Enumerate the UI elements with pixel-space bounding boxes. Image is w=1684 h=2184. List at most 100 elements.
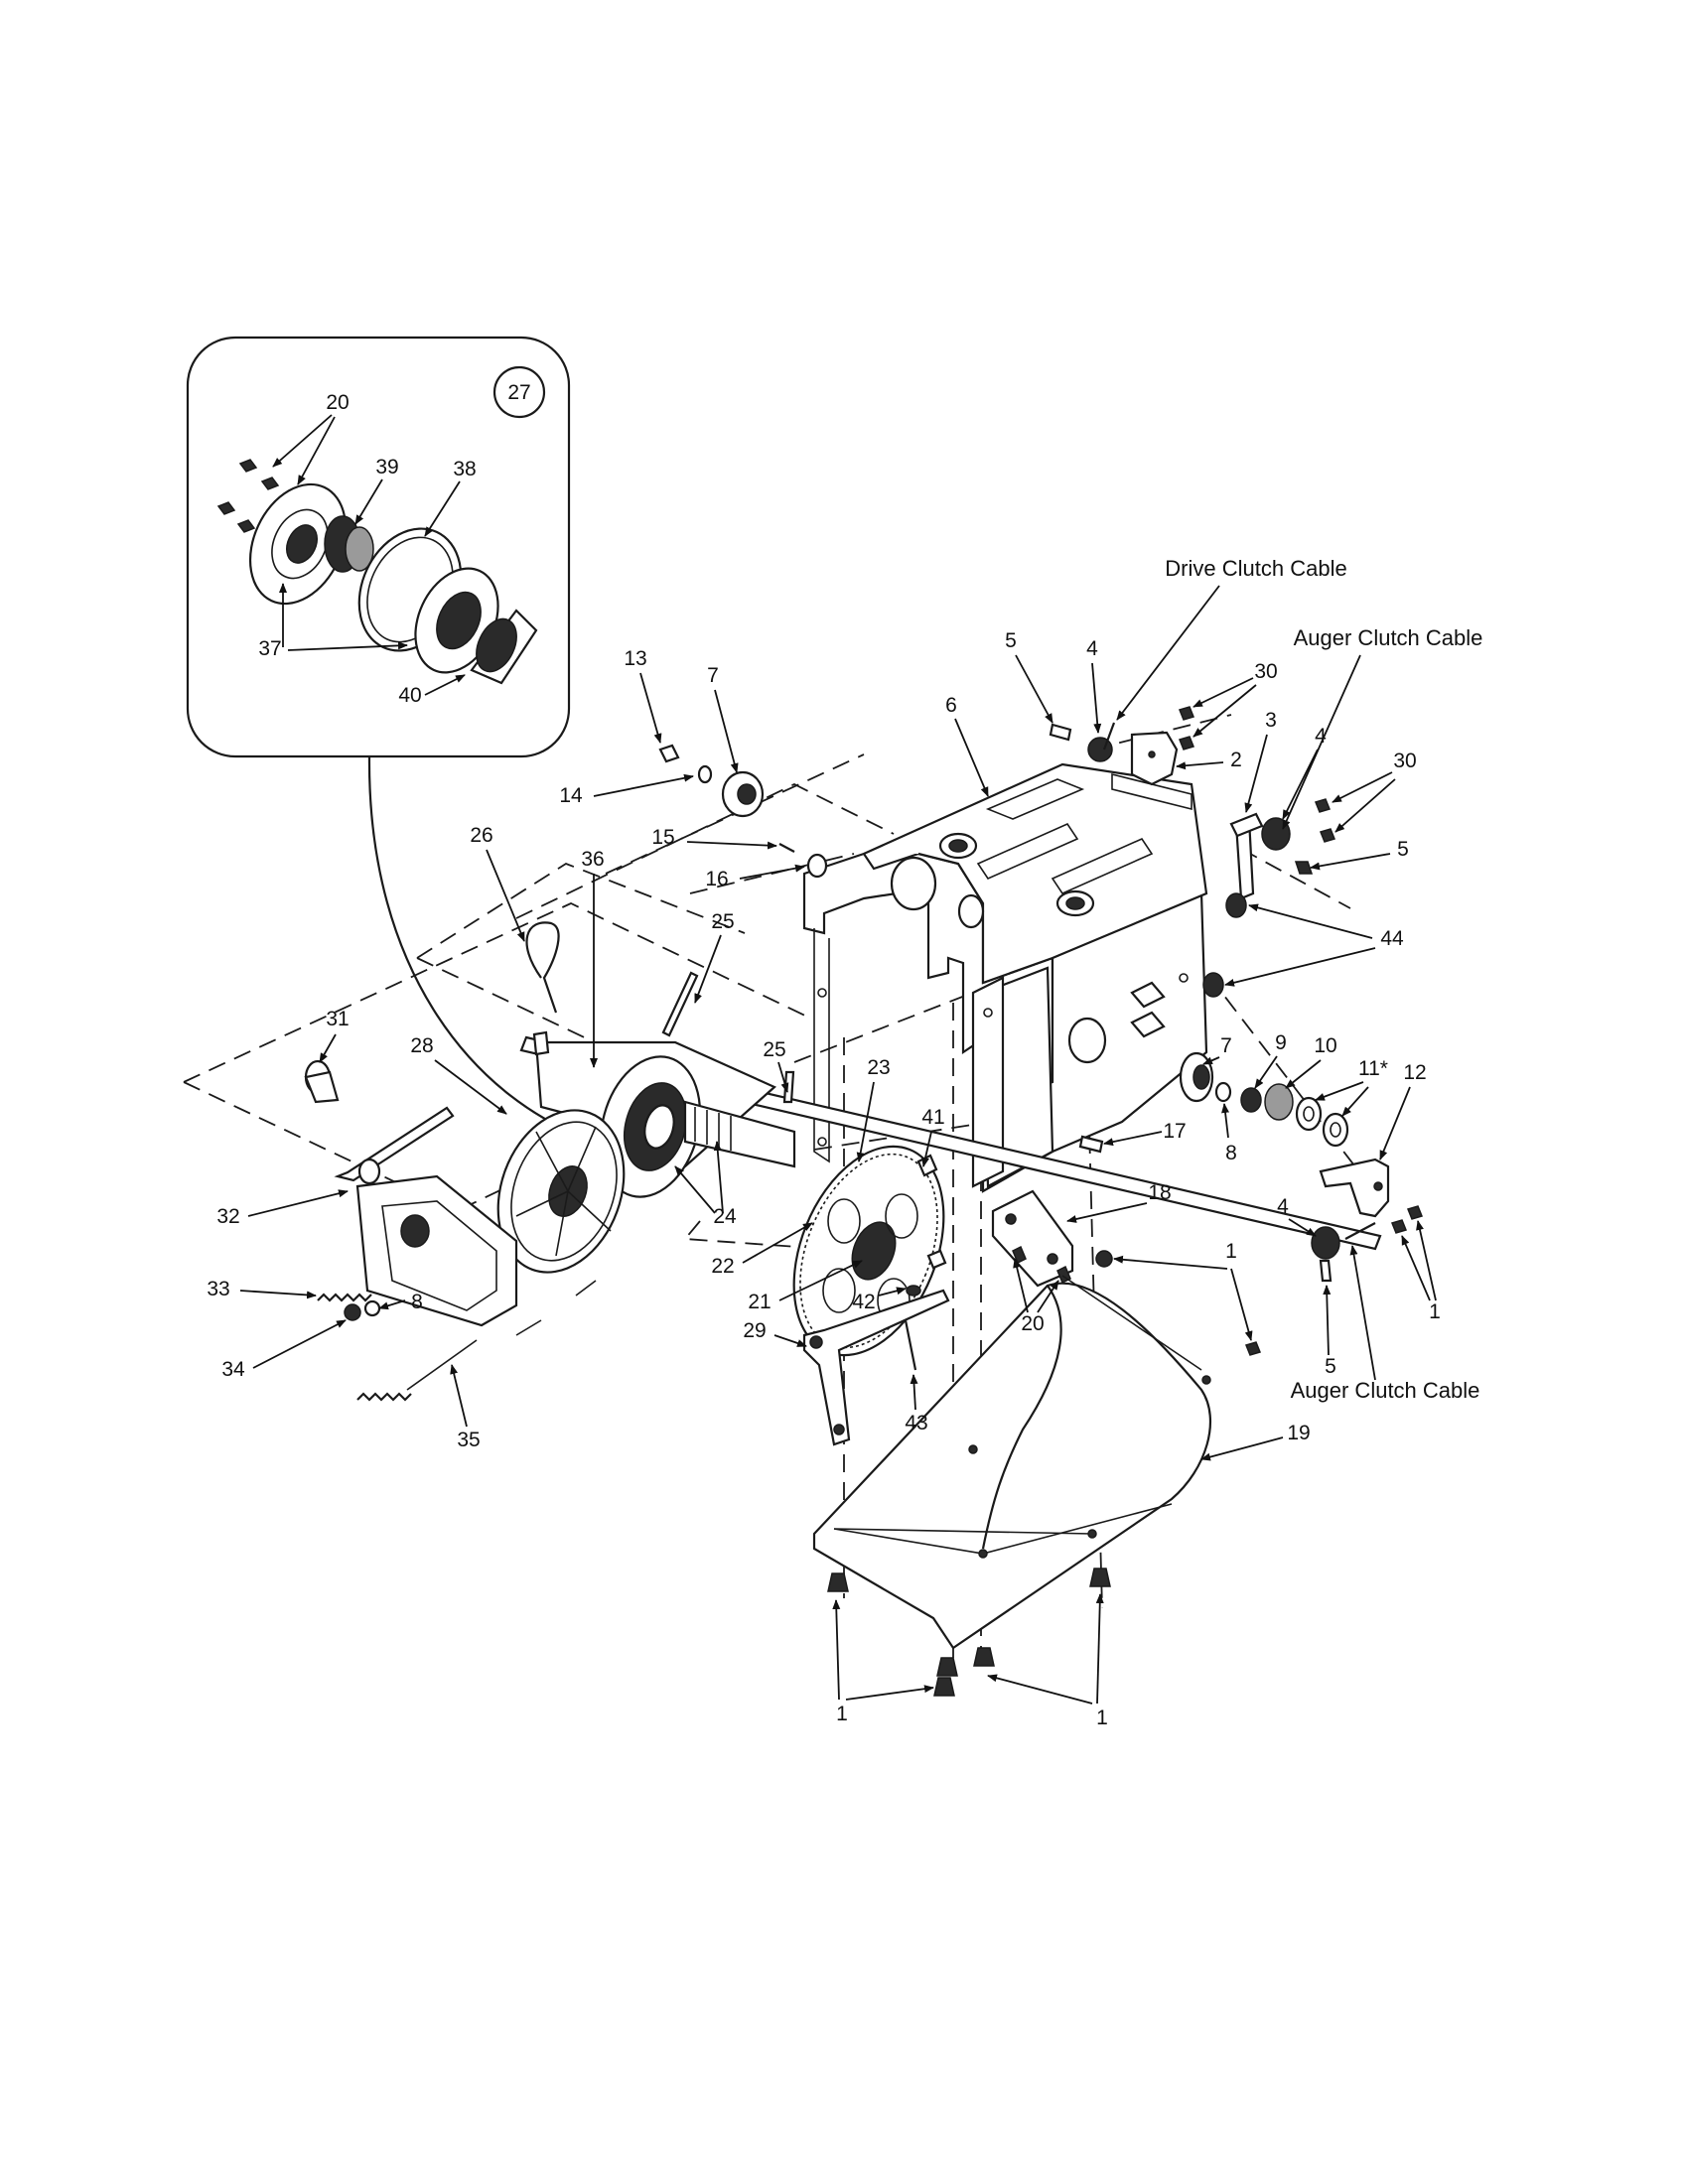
label-13: 13 <box>624 647 646 670</box>
drive-wheel <box>496 1109 626 1274</box>
label-41: 41 <box>921 1106 944 1129</box>
label-4-lower: 4 <box>1277 1195 1289 1218</box>
label-2: 2 <box>1230 749 1242 771</box>
inset-seal <box>470 609 538 685</box>
washer-11a <box>1295 1096 1323 1132</box>
washer-11b <box>1322 1112 1349 1148</box>
bottom-bolts <box>827 1568 1111 1697</box>
frame-housing <box>802 762 1208 1193</box>
washer-16 <box>806 853 828 879</box>
shaft-assembly <box>519 921 1382 1251</box>
housing-hole-large <box>890 856 937 911</box>
washer-8-right <box>1214 1081 1232 1103</box>
inset-flange-plate <box>248 482 348 606</box>
spring-35 <box>356 1392 412 1402</box>
washer-8-left <box>363 1299 381 1317</box>
label-10: 10 <box>1314 1034 1336 1057</box>
label-7-right: 7 <box>1220 1034 1232 1057</box>
label-1-mid: 1 <box>1225 1240 1237 1263</box>
label-21: 21 <box>748 1291 771 1313</box>
label-34: 34 <box>221 1358 245 1381</box>
label-20-inset: 20 <box>326 391 349 414</box>
inset-ref-number: 27 <box>507 381 530 404</box>
label-19: 19 <box>1287 1422 1310 1444</box>
plate-assembly <box>317 1106 597 1402</box>
label-1-right: 1 <box>1429 1300 1441 1323</box>
label-40: 40 <box>398 684 421 707</box>
label-4-right: 4 <box>1315 725 1327 748</box>
label-11: 11* <box>1358 1057 1388 1080</box>
inset-detail-27: 27 <box>186 336 597 1144</box>
label-32: 32 <box>216 1205 239 1228</box>
callout-drive-clutch-cable: Drive Clutch Cable <box>1165 556 1346 581</box>
pulley-4-top <box>1087 737 1113 762</box>
spacer-31 <box>304 1059 340 1104</box>
label-8-left: 8 <box>411 1291 423 1313</box>
gear-10 <box>1264 1083 1294 1121</box>
label-39: 39 <box>375 456 398 478</box>
housing-hole-axle <box>1067 1017 1107 1064</box>
inset-frame <box>186 336 571 758</box>
label-23: 23 <box>867 1056 890 1079</box>
label-1-bottom-right: 1 <box>1096 1706 1108 1729</box>
label-22: 22 <box>711 1255 734 1278</box>
label-44: 44 <box>1380 927 1404 950</box>
label-9: 9 <box>1275 1031 1287 1054</box>
pin-25b <box>782 1070 795 1104</box>
nut-34 <box>344 1303 361 1321</box>
callout-auger-clutch-cable-top: Auger Clutch Cable <box>1294 625 1483 650</box>
splined-shaft <box>683 1100 796 1168</box>
label-35: 35 <box>457 1429 480 1451</box>
label-4-top: 4 <box>1086 637 1098 660</box>
label-20-main: 20 <box>1021 1312 1044 1335</box>
pulley-4-lower <box>1311 1226 1340 1260</box>
label-29: 29 <box>743 1319 766 1342</box>
label-5-top: 5 <box>1005 629 1017 652</box>
label-12: 12 <box>1403 1061 1426 1084</box>
callout-auger-clutch-cable-bottom: Auger Clutch Cable <box>1291 1378 1480 1403</box>
label-15: 15 <box>651 826 674 849</box>
label-37: 37 <box>258 637 281 660</box>
label-7-top: 7 <box>707 664 719 687</box>
label-5-right: 5 <box>1397 838 1409 861</box>
bracket-18 <box>991 1189 1074 1288</box>
label-3: 3 <box>1265 709 1277 732</box>
label-8-right: 8 <box>1225 1142 1237 1164</box>
label-30-right: 30 <box>1393 750 1416 772</box>
label-26: 26 <box>470 824 492 847</box>
right-side-parts <box>658 706 1424 1356</box>
nut-9 <box>1240 1087 1262 1113</box>
pin-43 <box>904 1319 917 1371</box>
label-5-lower: 5 <box>1325 1355 1336 1378</box>
inset-bearing <box>324 515 374 573</box>
part-labels: 13 7 14 15 16 6 5 4 30 2 3 4 30 5 44 7 9 <box>207 629 1441 1729</box>
inset-ref-circle <box>492 365 546 419</box>
label-1-bottom-left: 1 <box>836 1703 848 1725</box>
label-36: 36 <box>581 848 604 871</box>
label-43: 43 <box>905 1412 927 1434</box>
pin-15 <box>778 843 795 853</box>
washer-14 <box>697 764 713 784</box>
label-42: 42 <box>852 1291 875 1313</box>
drive-gear <box>792 1145 947 1357</box>
label-25-mid: 25 <box>763 1038 785 1061</box>
label-14: 14 <box>559 784 583 807</box>
bottom-cover <box>812 1275 1211 1650</box>
label-38: 38 <box>453 458 476 480</box>
washer-42 <box>906 1285 921 1297</box>
spring-33 <box>317 1293 372 1302</box>
inset-bolts <box>216 459 280 533</box>
label-6: 6 <box>945 694 957 717</box>
hairpin-clip <box>525 921 560 1014</box>
label-33: 33 <box>207 1278 229 1300</box>
pin-25 <box>661 971 699 1037</box>
label-31: 31 <box>326 1008 349 1030</box>
label-24: 24 <box>713 1205 737 1228</box>
label-17: 17 <box>1163 1120 1186 1143</box>
label-16: 16 <box>705 868 728 890</box>
label-18: 18 <box>1148 1181 1171 1204</box>
label-25-top: 25 <box>711 910 734 933</box>
shift-arm <box>802 1285 950 1446</box>
label-30-top: 30 <box>1254 660 1277 683</box>
